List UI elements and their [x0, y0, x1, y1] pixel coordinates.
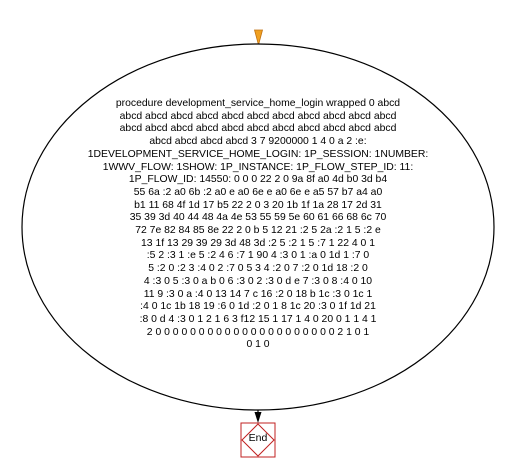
- process-line: 5 :2 0 :2 3 :4 0 2 :7 0 5 3 4 :2 0 7 :2 …: [148, 263, 368, 275]
- process-node-text: procedure development_service_home_login…: [40, 98, 476, 352]
- process-line: procedure development_service_home_login…: [115, 98, 401, 109]
- process-line: abcd abcd abcd abcd abcd abcd abcd abcd …: [119, 123, 397, 135]
- process-line: 1WWV_FLOW: 1SHOW: 1P_INSTANCE: 1P_FLOW_S…: [102, 161, 414, 173]
- process-line: b1 11 68 4f 1d 17 b5 22 2 0 3 20 1b 1f 1…: [134, 199, 382, 211]
- process-line: 2 0 0 0 0 0 0 0 0 0 0 0 0 0 0 0 0 0 0 0 …: [146, 326, 370, 338]
- process-line: 13 1f 13 29 39 29 3d 48 3d :2 5 :2 1 5 :…: [141, 237, 375, 249]
- connector-arrow: [254, 412, 262, 423]
- start-marker: [253, 29, 264, 47]
- process-line: 35 39 3d 40 44 48 4a 4e 53 55 59 5e 60 6…: [129, 212, 387, 224]
- end-node-box[interactable]: [240, 422, 276, 458]
- end-node-label: End: [248, 432, 268, 444]
- process-line: :4 0 1c 1b 18 19 :6 0 1d :2 0 1 8 1c 20 …: [140, 301, 376, 313]
- process-line: 1P_FLOW_ID: 14550: 0 0 0 22 2 0 9a 8f a0…: [128, 174, 388, 186]
- process-line: 11 9 :3 0 a :4 0 13 14 7 c 16 :2 0 18 b …: [143, 288, 373, 300]
- process-line: :8 0 d 4 :3 0 1 2 1 6 3 f12 15 1 17 1 4 …: [139, 313, 377, 325]
- process-line: 72 7e 82 84 85 8e 22 2 0 b 5 12 21 :2 5 …: [135, 225, 381, 237]
- process-line: abcd abcd abcd abcd abcd abcd abcd abcd …: [119, 110, 397, 122]
- process-line: 1DEVELOPMENT_SERVICE_HOME_LOGIN: 1P_SESS…: [87, 148, 429, 160]
- process-line: abcd abcd abcd abcd 3 7 9200000 1 4 0 a …: [149, 136, 367, 148]
- process-line: 4 :3 0 5 :3 0 a b 0 6 :3 0 2 :3 0 d e 7 …: [143, 275, 373, 287]
- end-node-diamond: [241, 423, 275, 457]
- process-line: 0 1 0: [246, 339, 270, 351]
- process-line: :5 2 :3 1 :e 5 :2 4 6 :7 1 90 4 :3 0 1 :…: [146, 250, 370, 262]
- process-line: 55 6a :2 a0 6b :2 a0 e a0 6e e a0 6e e a…: [133, 186, 383, 198]
